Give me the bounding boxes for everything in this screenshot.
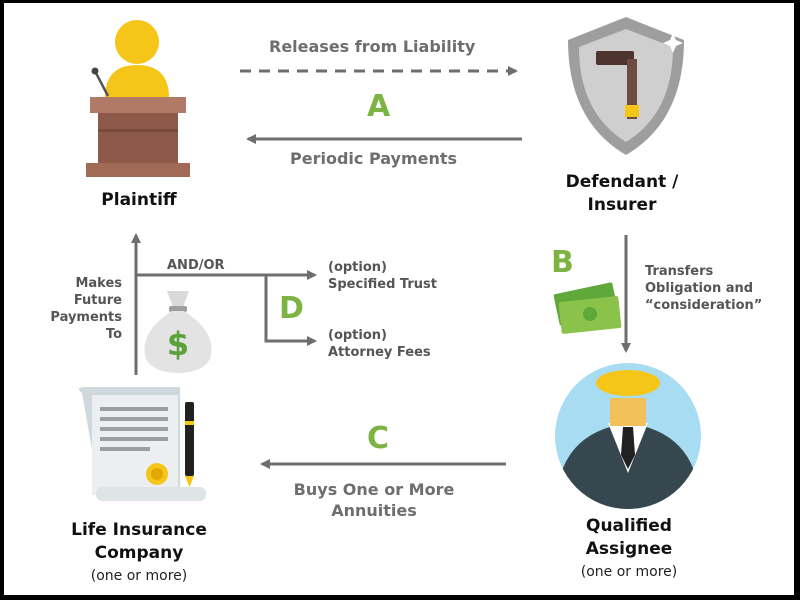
defendant-label: Defendant / Insurer	[565, 172, 679, 215]
svg-text:$: $	[167, 325, 189, 363]
buys-annuities-label: Buys One or More Annuities	[293, 480, 455, 520]
attorney-fees-label: (option) Attorney Fees	[328, 328, 431, 360]
step-a-label: A	[367, 89, 391, 124]
businessman-avatar-icon	[555, 363, 701, 509]
diagram-canvas: $	[4, 3, 794, 595]
life-insurance-note: (one or more)	[90, 568, 188, 584]
step-d-label: D	[279, 291, 304, 326]
step-b-label: B	[551, 245, 574, 280]
assignee-label: Qualified Assignee	[585, 516, 673, 559]
shield-gavel-icon	[568, 17, 684, 155]
money-bag-icon: $	[144, 291, 212, 373]
contract-pen-icon	[78, 387, 206, 501]
diagram-graphics: $	[78, 17, 701, 509]
attorney-fees-arrow	[264, 275, 317, 346]
future-payments-label: Makes Future Payments To	[50, 276, 122, 342]
and-or-label: AND/OR	[167, 258, 225, 273]
specified-trust-label: (option) Specified Trust	[328, 260, 437, 292]
assignee-note: (one or more)	[580, 564, 678, 580]
releases-label: Releases from Liability	[269, 37, 476, 56]
podium-speaker-icon	[86, 20, 190, 177]
cash-bills-icon	[553, 282, 622, 334]
transfers-label: Transfers Obligation and “consideration”	[645, 264, 763, 313]
life-insurance-label: Life Insurance Company	[71, 520, 207, 563]
plaintiff-label: Plaintiff	[101, 190, 177, 210]
periodic-payments-label: Periodic Payments	[290, 149, 458, 168]
step-c-label: C	[367, 421, 390, 456]
